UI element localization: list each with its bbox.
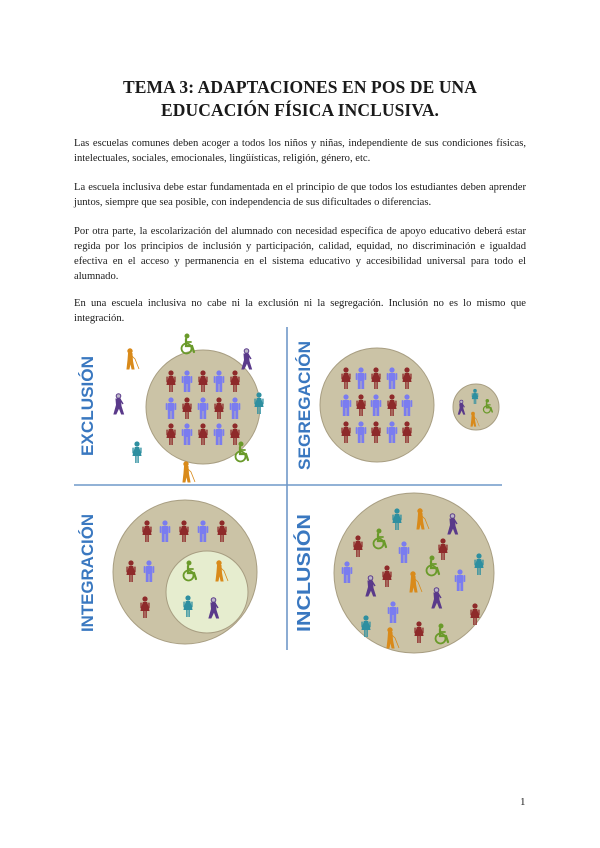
paragraph-3: Por otra parte, la escolarización del al… xyxy=(74,226,526,282)
integration-group xyxy=(112,499,258,645)
paragraph-1: Las escuelas comunes deben acoger a todo… xyxy=(74,138,526,164)
segregation-group xyxy=(319,347,500,463)
title-line-1: TEMA 3: ADAPTACIONES EN POS DE UNA xyxy=(122,77,478,97)
paragraph-2: La escuela inclusiva debe estar fundamen… xyxy=(74,182,526,208)
label-inclusion: INCLUSIÓN xyxy=(293,514,314,632)
inclusion-group xyxy=(333,492,495,654)
title-line-2: EDUCACIÓN FÍSICA INCLUSIVA. xyxy=(160,100,440,120)
page-title: TEMA 3: ADAPTACIONES EN POS DE UNA EDUCA… xyxy=(60,76,540,122)
label-exclusion: EXCLUSIÓN xyxy=(78,356,97,456)
label-integration: INTEGRACIÓN xyxy=(78,514,97,632)
exclusion-group xyxy=(113,332,264,483)
inclusion-diagram: EXCLUSIÓN SEGREGACIÓN INTEGRACIÓN INCLUS… xyxy=(70,325,540,655)
label-segregation: SEGREGACIÓN xyxy=(295,341,314,470)
paragraph-4: En una escuela inclusiva no cabe ni la e… xyxy=(74,298,526,324)
page-number: 1 xyxy=(520,796,526,808)
